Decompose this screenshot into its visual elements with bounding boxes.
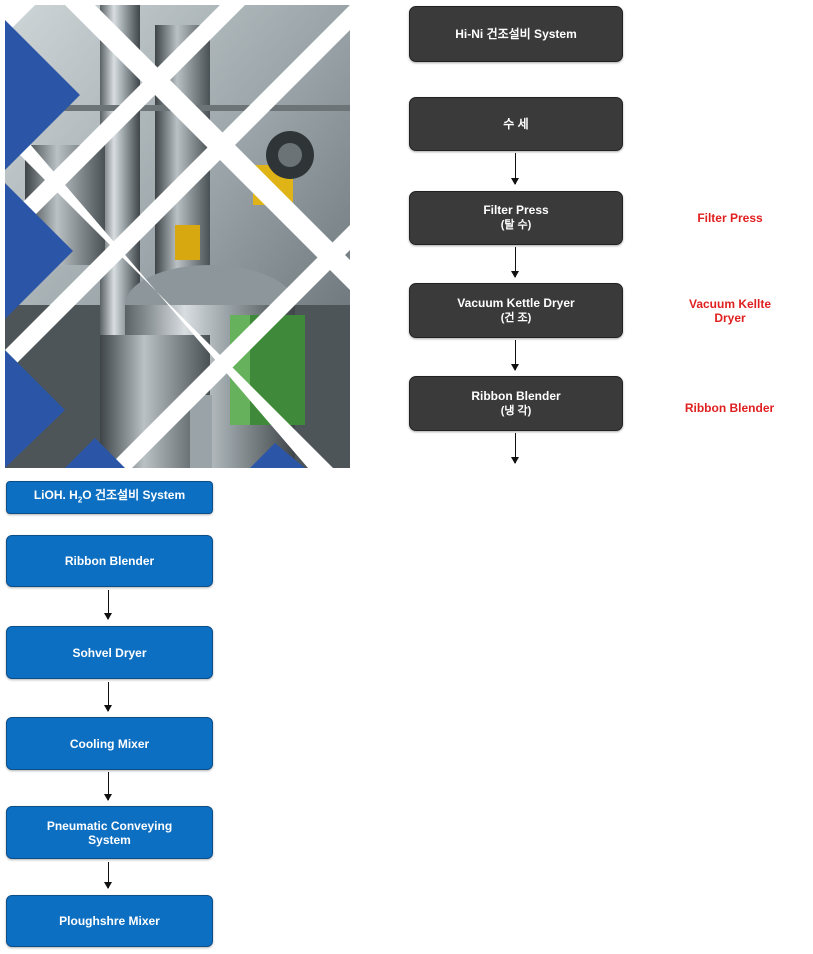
label-vacuum-kettle-dryer: Vacuum Kellte Dryer <box>688 297 772 325</box>
arrow-icon <box>104 862 112 889</box>
hini-step-vacuum-kettle-dryer: Vacuum Kettle Dryer (건 조) <box>409 283 623 338</box>
lioh-step-ribbon-blender: Ribbon Blender <box>6 535 213 587</box>
lioh-step-cooling-mixer: Cooling Mixer <box>6 717 213 770</box>
arrow-icon <box>104 590 112 620</box>
lioh-system-title: LiOH. H2O 건조설비 System <box>6 481 213 514</box>
hini-step-filter-press: Filter Press (탈 수) <box>409 191 623 245</box>
industrial-equipment-photo <box>5 5 350 468</box>
arrow-icon <box>511 433 519 464</box>
arrow-icon <box>104 682 112 712</box>
arrow-icon <box>511 340 519 371</box>
label-ribbon-blender: Ribbon Blender <box>684 401 775 415</box>
arrow-icon <box>104 772 112 801</box>
hini-system-title: Hi-Ni 건조설비 System <box>409 6 623 62</box>
lioh-step-ploughshare-mixer: Ploughshre Mixer <box>6 895 213 947</box>
lioh-step-shovel-dryer: Sohvel Dryer <box>6 626 213 679</box>
arrow-icon <box>511 247 519 278</box>
arrow-icon <box>511 153 519 185</box>
label-filter-press: Filter Press <box>697 211 763 225</box>
hini-step-washing: 수 세 <box>409 97 623 151</box>
hini-step-ribbon-blender: Ribbon Blender (냉 각) <box>409 376 623 431</box>
equipment-photo-collage <box>5 5 350 468</box>
lioh-step-pneumatic-conveying: Pneumatic Conveying System <box>6 806 213 859</box>
